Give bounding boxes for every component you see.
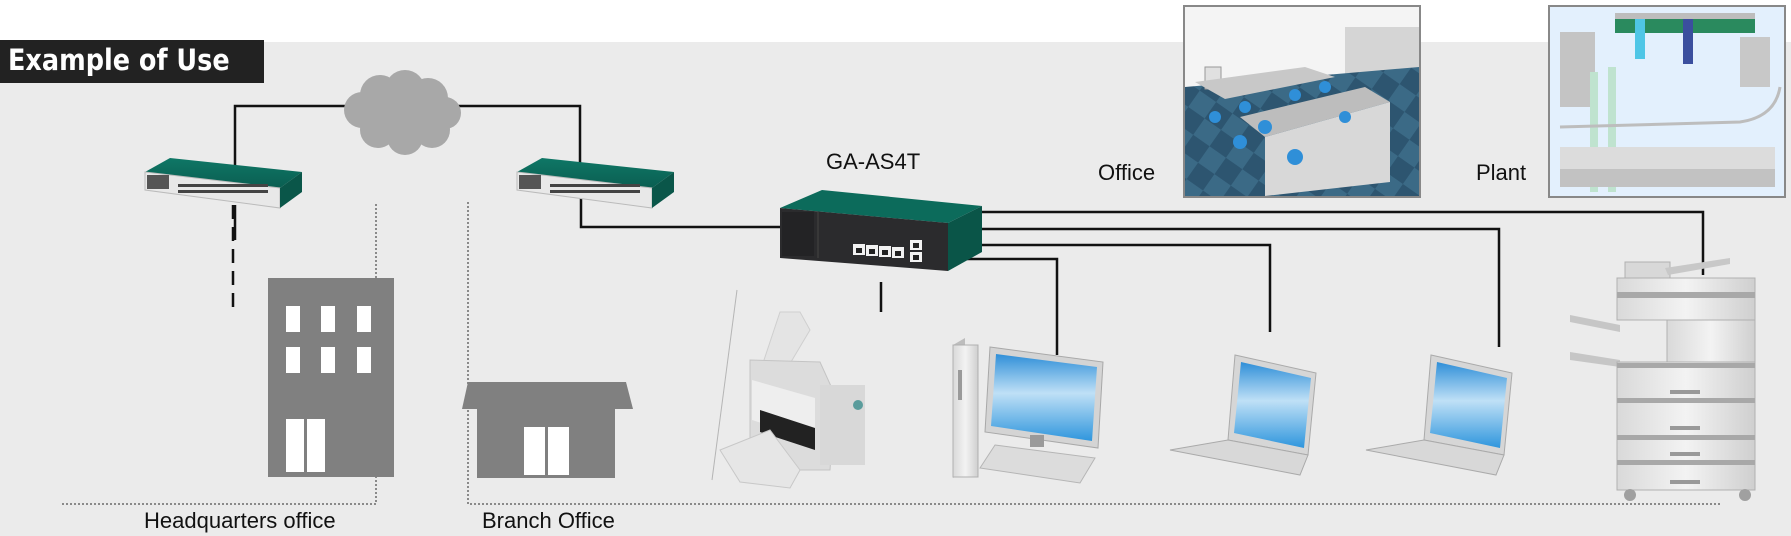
ga-as4t-switch-icon (780, 190, 982, 271)
plant-scene-image (1548, 5, 1786, 198)
hq-boundary (62, 202, 377, 505)
link-laptop-2 (982, 227, 1501, 347)
office-building-icon (268, 278, 394, 477)
section-title: Example of Use (8, 43, 230, 77)
branch-boundary (467, 202, 1722, 505)
section-title-banner: Example of Use (0, 40, 264, 83)
laptop-icon (1169, 354, 1317, 476)
desktop-computer-icon (952, 338, 1104, 484)
headquarters-label: Headquarters office (144, 508, 336, 533)
plant-scene-illustration (1550, 7, 1784, 196)
wan-links (231, 104, 790, 312)
scanner-icon (719, 311, 865, 489)
network-switch-icon (516, 158, 674, 209)
link-laptop-1 (982, 243, 1272, 332)
divider-line (711, 289, 738, 481)
link-desktop (960, 257, 1059, 355)
network-switch-icon (144, 158, 302, 209)
office-label: Office (1098, 160, 1156, 185)
device-model-label: GA-AS4T (826, 149, 921, 174)
laptop-icon (1365, 354, 1513, 476)
house-icon (462, 382, 633, 478)
office-scene-illustration (1185, 7, 1419, 196)
link-mfp (982, 210, 1705, 275)
plant-label: Plant (1476, 160, 1527, 185)
branch-office-label: Branch Office (482, 508, 615, 533)
multifunction-printer-icon (1570, 258, 1756, 501)
cloud-icon (344, 70, 461, 155)
office-scene-image (1183, 5, 1421, 198)
lan-links (879, 210, 1705, 355)
site-boundaries (62, 202, 1722, 505)
